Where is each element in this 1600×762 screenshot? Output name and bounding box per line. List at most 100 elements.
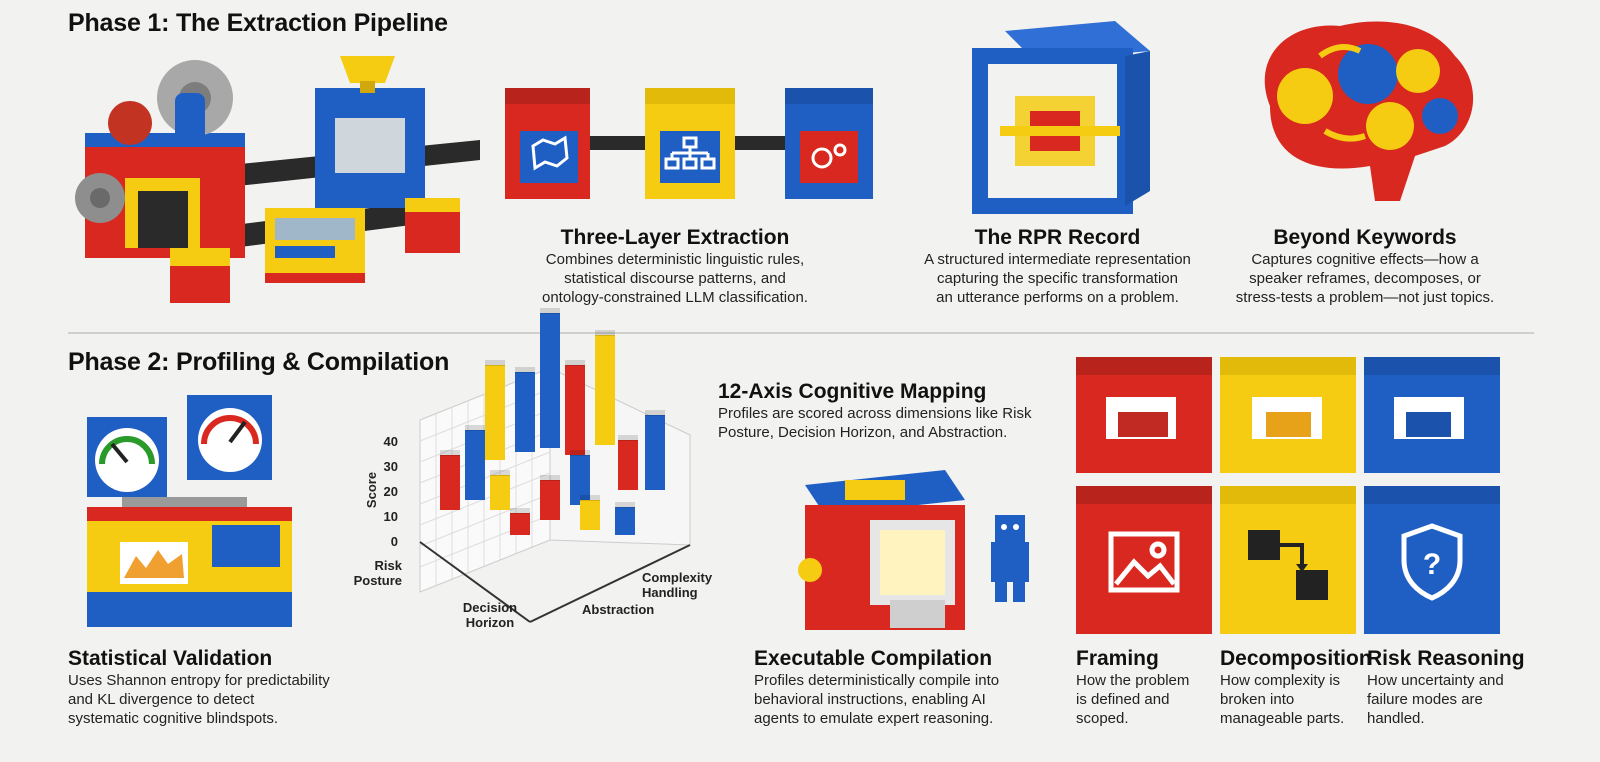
chart-bar-top (580, 495, 600, 501)
y-tick-label: 20 (384, 484, 398, 499)
phase-2-title: Phase 2: Profiling & Compilation (68, 348, 450, 376)
card-title: Risk Reasoning (1367, 647, 1525, 670)
card-line: A structured intermediate representation (924, 251, 1191, 268)
brain-icon (1264, 21, 1474, 202)
card-line: manageable parts. (1220, 710, 1345, 727)
flow-icon (1248, 530, 1328, 600)
card-decomposition: Decomposition How complexity is broken i… (1220, 647, 1372, 728)
chart-bar (485, 365, 505, 460)
card-line: failure modes are (1367, 691, 1483, 708)
card-line: an utterance performs on a problem. (936, 289, 1179, 306)
card-line: scoped. (1076, 710, 1129, 727)
card-title: Three-Layer Extraction (560, 226, 790, 249)
card-title: Executable Compilation (754, 647, 993, 670)
chart-bar (595, 335, 615, 445)
card-rpr-record: The RPR Record A structured intermediate… (905, 226, 1210, 307)
card-title: The RPR Record (974, 226, 1141, 249)
chart-bar (570, 455, 590, 505)
chart-bar (580, 500, 600, 530)
chart-bar-top (515, 367, 535, 373)
y-tick-label: 0 (391, 534, 398, 549)
card-line: stress-tests a problem—not just topics. (1235, 289, 1495, 306)
card-line: Profiles deterministically compile into (754, 672, 1000, 689)
chart-bar-top (618, 435, 638, 441)
chart-bar (645, 415, 665, 490)
card-line: broken into (1220, 691, 1295, 708)
chart-bar (565, 365, 585, 455)
mapping-block: 12-Axis Cognitive Mapping Profiles are s… (718, 380, 1058, 442)
chart-bar (540, 480, 560, 520)
chart-bar-top (540, 308, 560, 314)
chart-bar-top (565, 360, 585, 366)
chart-bar-top (615, 502, 635, 508)
chart-bar-top (490, 470, 510, 476)
extraction-machine-illustration (75, 56, 480, 303)
card-line: systematic cognitive blindspots. (68, 710, 279, 727)
card-framing: Framing How the problem is defined and s… (1076, 647, 1216, 728)
chart-bar-top (540, 475, 560, 481)
card-line: and KL divergence to detect (68, 691, 255, 708)
chart-bar (465, 430, 485, 500)
card-title: Framing (1076, 647, 1159, 670)
axis-category-label: Abstraction (582, 602, 654, 617)
map-icon (531, 135, 569, 171)
brick-grid-bottom: ? (1076, 486, 1500, 634)
card-line: agents to emulate expert reasoning. (754, 710, 994, 727)
compiler-box-illustration (798, 470, 1029, 630)
robot-icon (991, 515, 1029, 602)
chart-bar-top (485, 360, 505, 366)
card-line: is defined and (1076, 691, 1170, 708)
shield-question-icon: ? (1401, 523, 1463, 601)
y-tick-label: 10 (384, 509, 398, 524)
chart-bar-top (570, 450, 590, 456)
card-line: How uncertainty and (1367, 672, 1504, 689)
card-line: How the problem (1076, 672, 1190, 689)
card-statistical-validation: Statistical Validation Uses Shannon entr… (68, 647, 368, 728)
card-title: Statistical Validation (68, 647, 273, 670)
card-line: Combines deterministic linguistic rules, (545, 251, 805, 268)
card-line: ontology-constrained LLM classification. (542, 289, 808, 306)
mapping-line: Profiles are scored across dimensions li… (718, 405, 1032, 422)
chart-bar (440, 455, 460, 510)
three-layer-modules (505, 88, 873, 199)
image-icon (1108, 531, 1180, 593)
gauge-machine-illustration (87, 395, 292, 627)
section-divider (68, 332, 1534, 334)
card-title: Decomposition (1220, 647, 1372, 670)
card-line: speaker reframes, decomposes, or (1249, 270, 1481, 287)
y-tick-label: 40 (384, 434, 398, 449)
card-line: How complexity is (1220, 672, 1341, 689)
brick-grid-top (1076, 357, 1500, 473)
chart-bar-top (645, 410, 665, 416)
z-axis (529, 544, 691, 623)
phase-1-title: Phase 1: The Extraction Pipeline (68, 9, 448, 37)
chart-bar (615, 507, 635, 535)
mapping-line: Posture, Decision Horizon, and Abstracti… (718, 424, 1008, 441)
card-risk-reasoning: Risk Reasoning How uncertainty and failu… (1367, 647, 1527, 728)
gears-icon (811, 143, 847, 169)
chart-bar (618, 440, 638, 490)
card-title: Beyond Keywords (1273, 226, 1457, 249)
chart-bar-top (440, 450, 460, 456)
card-line: capturing the specific transformation (937, 270, 1178, 287)
card-beyond-keywords: Beyond Keywords Captures cognitive effec… (1220, 226, 1510, 307)
card-line: Uses Shannon entropy for predictability (68, 672, 330, 689)
card-line: behavioral instructions, enabling AI (754, 691, 986, 708)
rpr-cube-illustration (972, 21, 1150, 214)
y-tick-label: 30 (384, 459, 398, 474)
mapping-title: 12-Axis Cognitive Mapping (718, 380, 987, 403)
chart-bar (490, 475, 510, 510)
gridline (419, 493, 551, 547)
chart-bar-top (465, 425, 485, 431)
card-three-layer-extraction: Three-Layer Extraction Combines determin… (525, 226, 825, 307)
hierarchy-icon (664, 136, 716, 170)
card-line: handled. (1367, 710, 1425, 727)
chart-bar-top (510, 508, 530, 514)
card-line: Captures cognitive effects—how a (1251, 251, 1479, 268)
card-executable-compilation: Executable Compilation Profiles determin… (754, 647, 1054, 728)
chart-bar (540, 313, 560, 448)
